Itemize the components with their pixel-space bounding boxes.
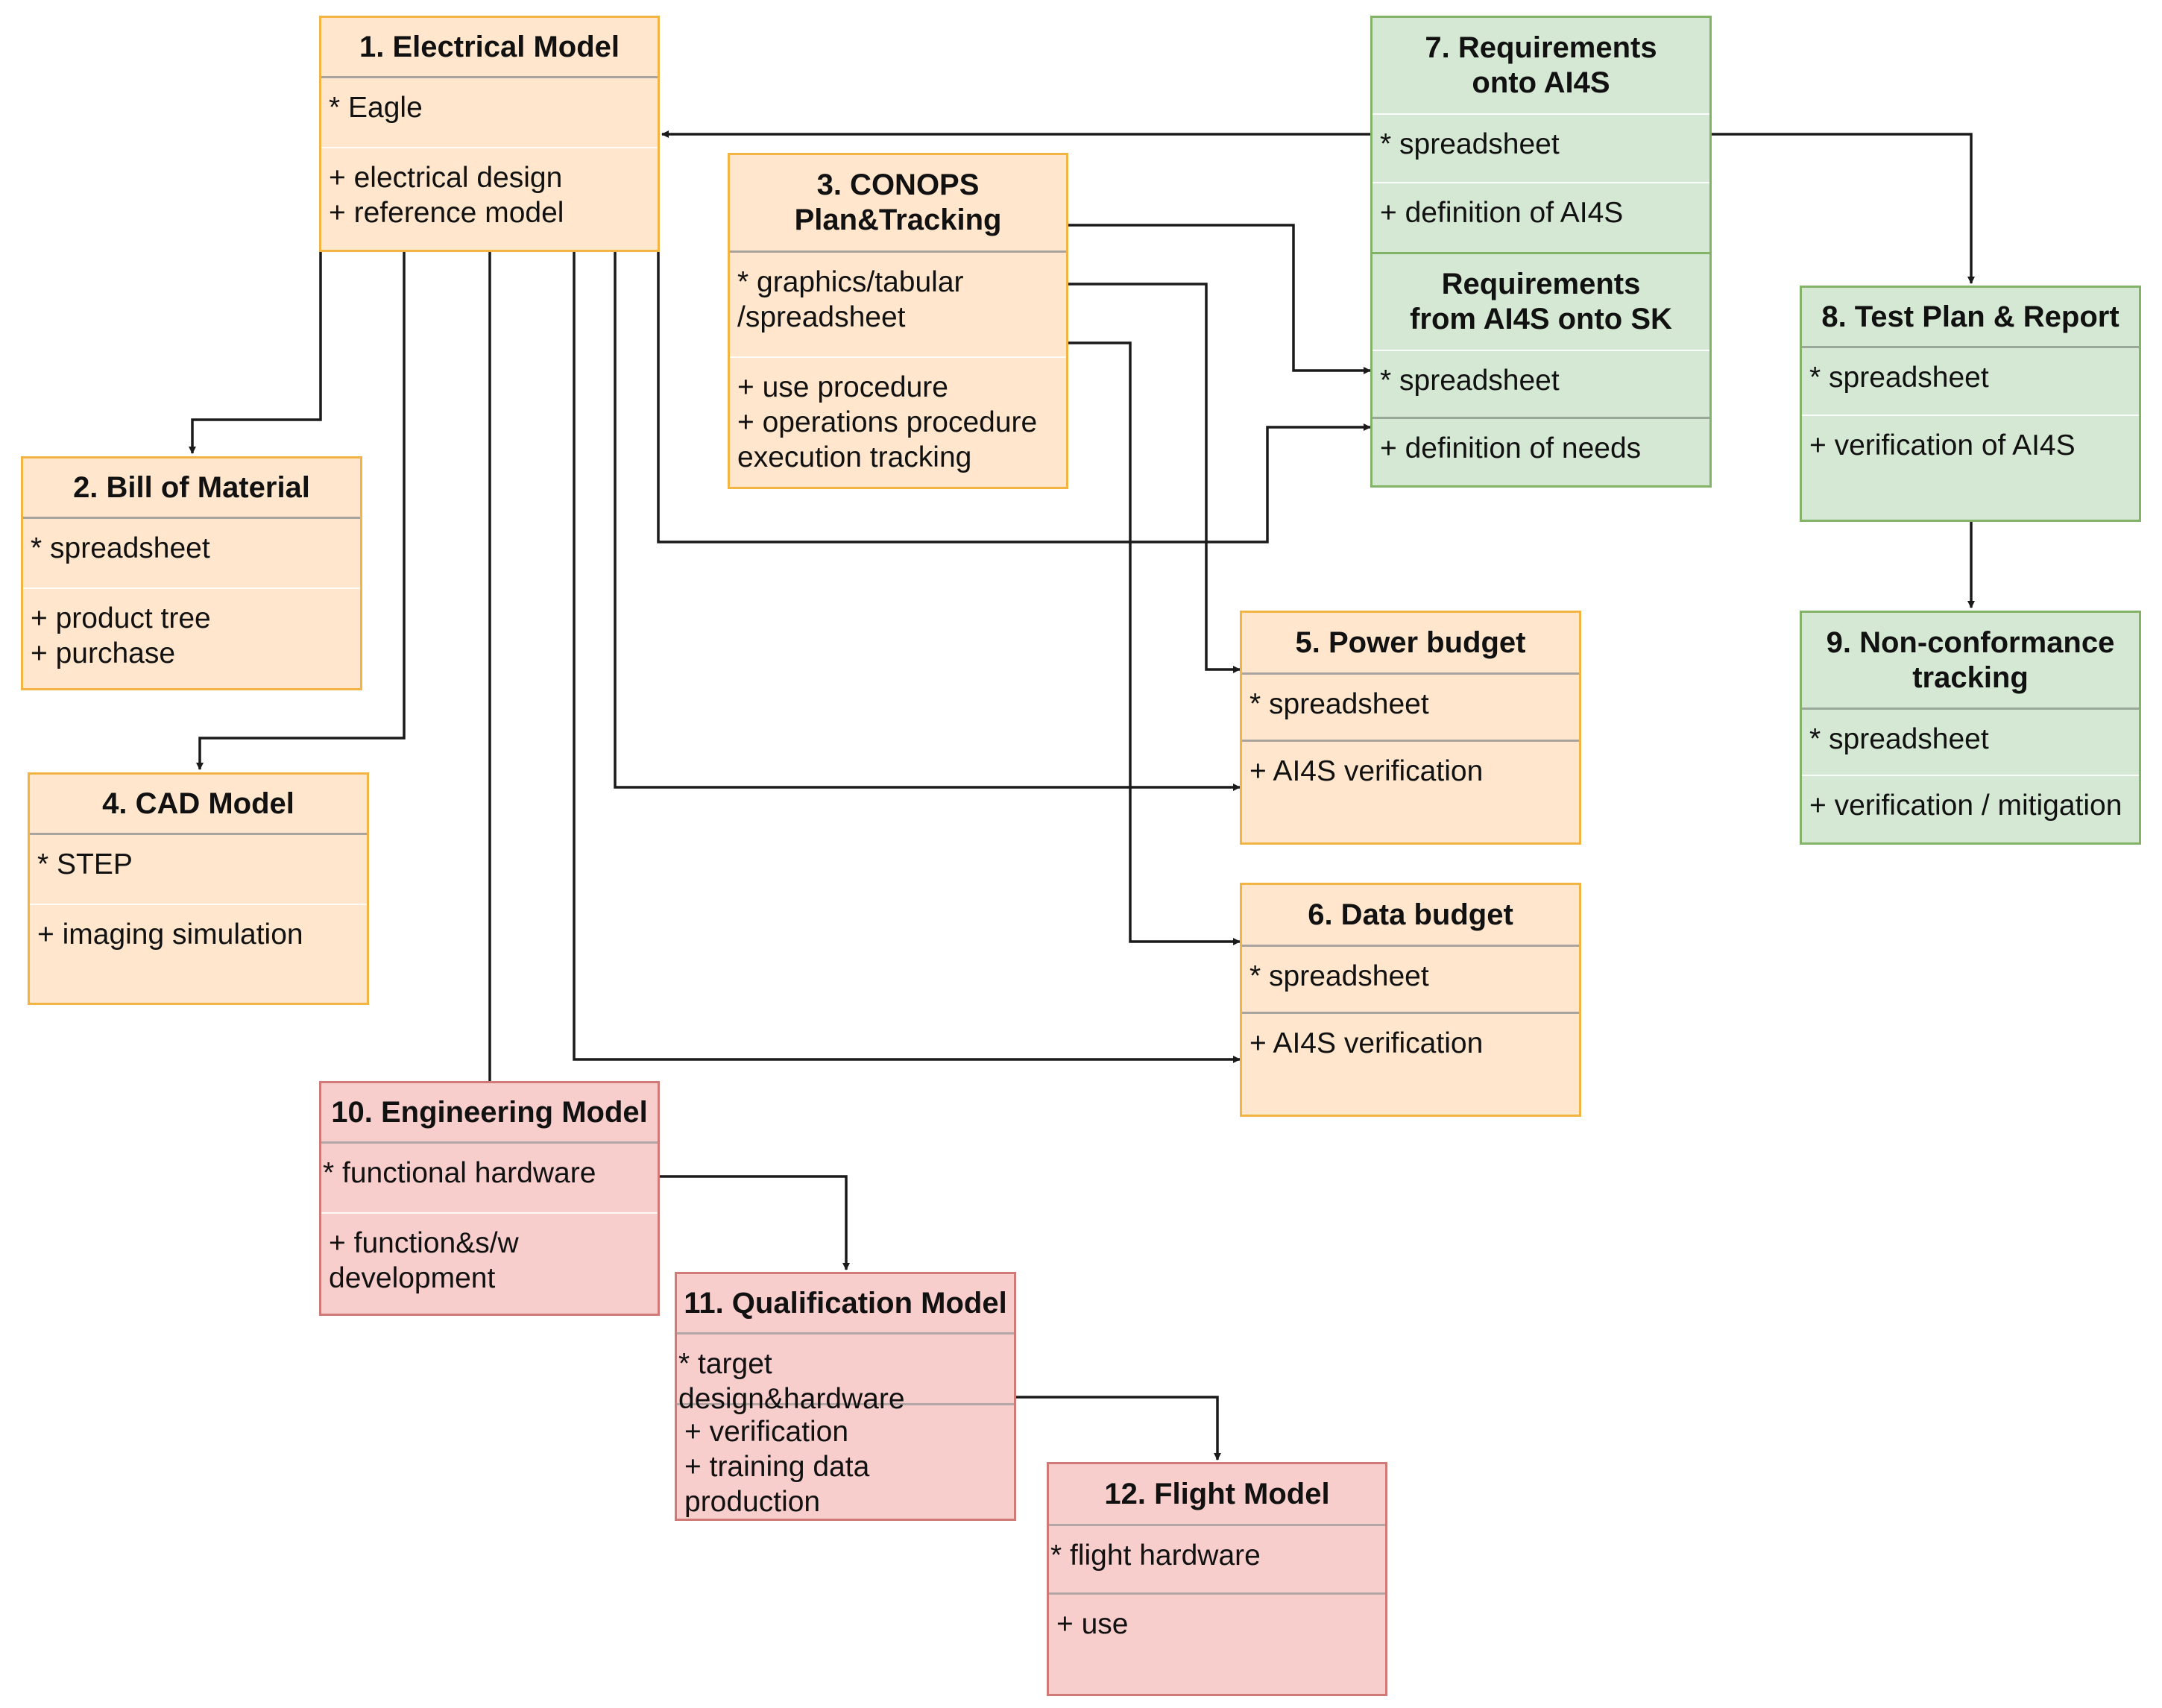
cad-model-tool: * STEP — [30, 833, 367, 904]
engineering-model-title: 10. Engineering Model — [331, 1095, 648, 1129]
data-budget-title: 6. Data budget — [1308, 898, 1513, 931]
conops-box: 3. CONOPS Plan&Tracking * graphics/tabul… — [728, 153, 1068, 489]
connector-conops-to-powerbudget — [1068, 283, 1241, 673]
requirements-onto-sk-title: Requirements from AI4S onto SK — [1410, 268, 1672, 335]
connector-qualification-to-flight — [1015, 1396, 1221, 1460]
flight-model-uses: + use — [1049, 1592, 1385, 1642]
connector-req-to-testplan — [1712, 133, 1975, 284]
bill-of-material-uses: + product tree + purchase — [23, 587, 360, 671]
engineering-model-box: 10. Engineering Model * functional hardw… — [319, 1081, 660, 1316]
flight-model-title: 12. Flight Model — [1104, 1477, 1330, 1510]
bill-of-material-box: 2. Bill of Material * spreadsheet + prod… — [21, 456, 362, 690]
requirements-onto-sk-box: Requirements from AI4S onto SK * spreads… — [1370, 252, 1712, 488]
power-budget-title: 5. Power budget — [1295, 625, 1526, 659]
power-budget-box: 5. Power budget * spreadsheet + AI4S ver… — [1240, 611, 1581, 845]
cad-model-box: 4. CAD Model * STEP + imaging simulation — [28, 772, 369, 1005]
data-budget-uses: + AI4S verification — [1242, 1012, 1579, 1061]
conops-title: 3. CONOPS Plan&Tracking — [794, 168, 1002, 236]
flight-model-tool: * flight hardware — [1049, 1524, 1385, 1592]
connector-electrical-to-needs — [657, 252, 1371, 543]
qualification-model-box: 11. Qualification Model * target design&… — [675, 1272, 1016, 1521]
requirements-onto-ai4s-tool: * spreadsheet — [1372, 113, 1709, 182]
connector-electrical-to-cad — [196, 252, 406, 770]
bill-of-material-title: 2. Bill of Material — [73, 470, 310, 504]
conops-tool: * graphics/tabular /spreadsheet — [730, 250, 1066, 356]
connector-conops-to-sk — [1068, 224, 1371, 374]
requirements-onto-sk-uses: + definition of needs — [1372, 417, 1709, 466]
qualification-model-uses: + verification + training data productio… — [677, 1403, 1014, 1519]
electrical-model-box: 1. Electrical Model * Eagle + electrical… — [319, 16, 660, 252]
requirements-onto-sk-tool: * spreadsheet — [1372, 350, 1709, 417]
flight-model-box: 12. Flight Model * flight hardware + use — [1047, 1462, 1387, 1696]
connector-electrical-to-bom — [189, 252, 322, 454]
test-plan-box: 8. Test Plan & Report * spreadsheet + ve… — [1800, 286, 2141, 522]
connector-engineering-to-qualification — [658, 1175, 850, 1270]
power-budget-uses: + AI4S verification — [1242, 740, 1579, 789]
connector-electrical-to-databudget — [573, 252, 1241, 1063]
non-conformance-box: 9. Non-conformance tracking * spreadshee… — [1800, 611, 2141, 845]
electrical-model-title: 1. Electrical Model — [359, 30, 620, 63]
test-plan-title: 8. Test Plan & Report — [1821, 300, 2120, 333]
data-budget-tool: * spreadsheet — [1242, 945, 1579, 1012]
cad-model-uses: + imaging simulation — [30, 904, 367, 952]
test-plan-tool: * spreadsheet — [1802, 346, 2139, 415]
non-conformance-tool: * spreadsheet — [1802, 708, 2139, 775]
electrical-model-uses: + electrical design + reference model — [321, 147, 658, 230]
non-conformance-uses: + verification / mitigation — [1802, 775, 2139, 823]
non-conformance-title: 9. Non-conformance tracking — [1826, 625, 2115, 694]
connector-electrical-to-powerbudget — [614, 252, 1241, 791]
bill-of-material-tool: * spreadsheet — [23, 517, 360, 587]
data-budget-box: 6. Data budget * spreadsheet + AI4S veri… — [1240, 883, 1581, 1117]
engineering-model-tool: * functional hardware — [321, 1141, 658, 1212]
test-plan-uses: + verification of AI4S — [1802, 415, 2139, 463]
conops-uses: + use procedure + operations procedure e… — [730, 356, 1066, 475]
qualification-model-tool: * target design&hardware — [677, 1332, 1014, 1415]
cad-model-title: 4. CAD Model — [102, 787, 294, 820]
requirements-onto-ai4s-title: 7. Requirements onto AI4S — [1425, 31, 1657, 99]
power-budget-tool: * spreadsheet — [1242, 672, 1579, 740]
requirements-onto-ai4s-box: 7. Requirements onto AI4S * spreadsheet … — [1370, 16, 1712, 254]
qualification-model-title: 11. Qualification Model — [684, 1286, 1007, 1320]
requirements-onto-ai4s-uses: + definition of AI4S — [1372, 182, 1709, 230]
electrical-model-tool: * Eagle — [321, 76, 658, 147]
engineering-model-uses: + function&s/w development — [321, 1212, 658, 1296]
connector-conops-to-databudget — [1068, 341, 1241, 945]
